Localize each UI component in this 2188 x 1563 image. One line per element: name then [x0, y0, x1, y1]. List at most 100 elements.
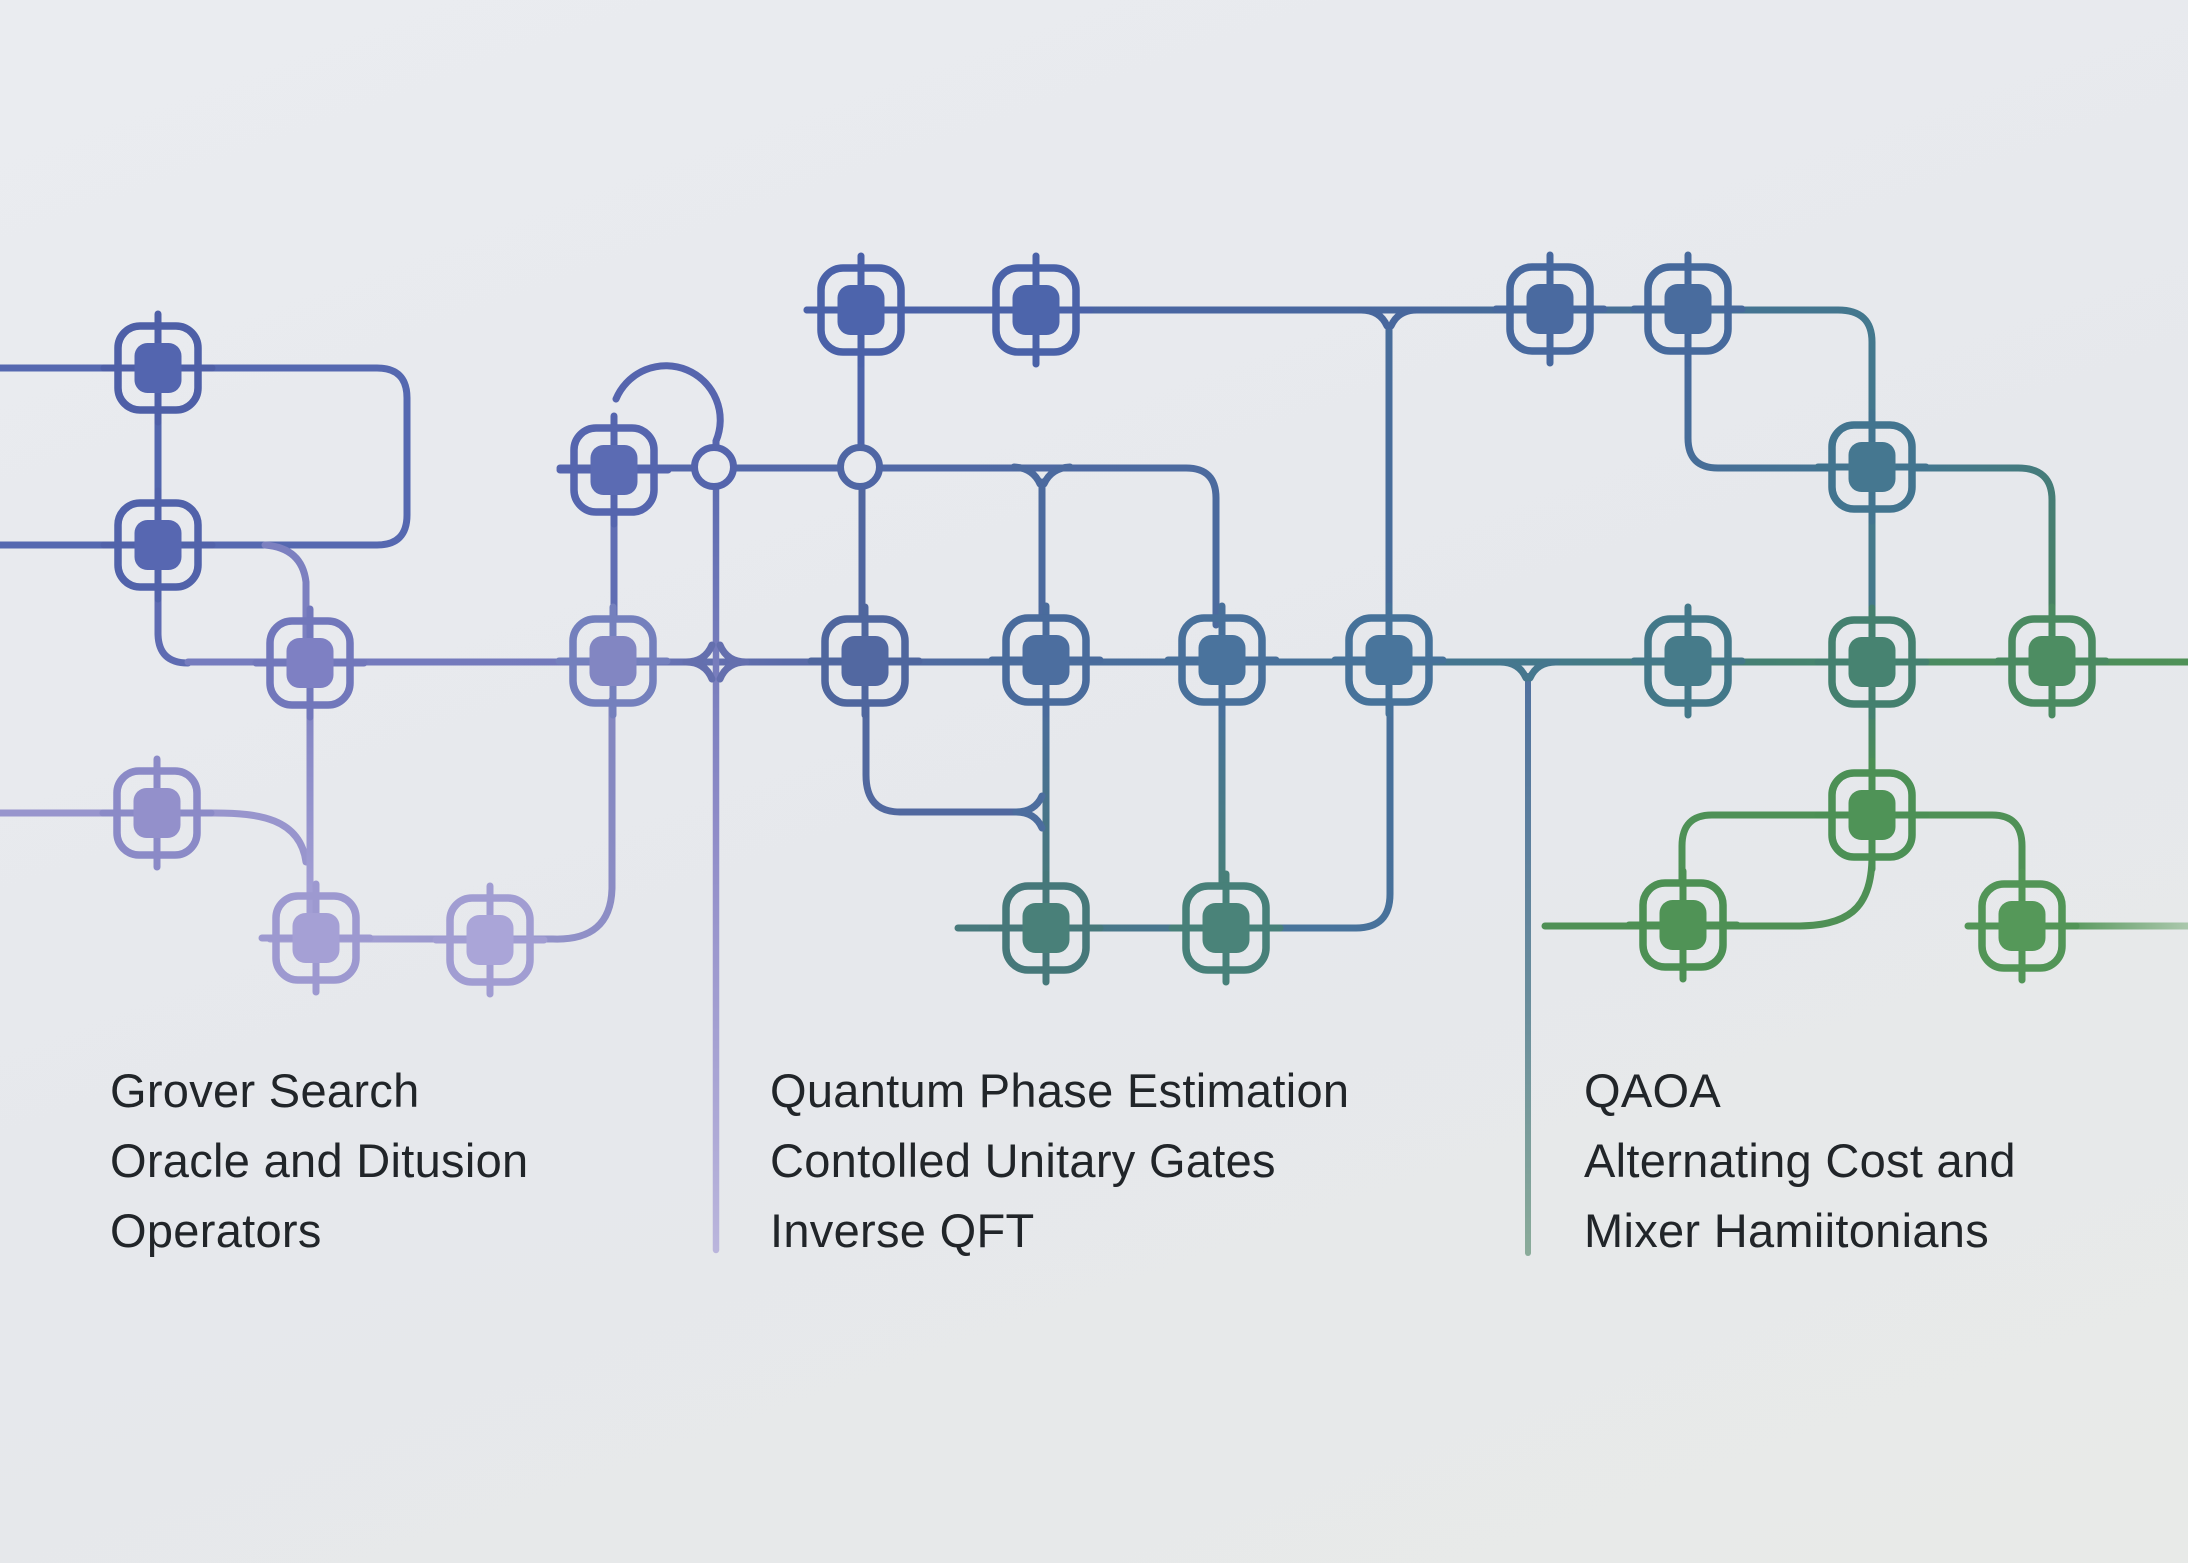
wire-b-to-main [154, 541, 192, 667]
gate-core [1202, 903, 1250, 953]
fillet-p1merge-b [1012, 808, 1046, 832]
gate-core [1664, 636, 1712, 686]
gate-outline [2008, 615, 2096, 707]
gate-qpe-gate-teal-1 [988, 870, 1104, 986]
wire-p1-merge [862, 699, 1020, 816]
fillet-circlerow-p2-a [1010, 463, 1044, 488]
gate-core [1365, 635, 1413, 685]
gate-outline [1644, 615, 1732, 707]
gate-core [837, 285, 885, 335]
caption-qaoa: QAOA Alternating Cost and Mixer Hamiiton… [1584, 1056, 2016, 1266]
gate-qpe-gate-teal-2 [1168, 870, 1284, 986]
gate-qpe-gate-ctrl [556, 412, 672, 528]
wire-g-row-left [1541, 852, 1876, 930]
gate-outline [992, 264, 1080, 356]
wire-r2-r3 [1684, 348, 1836, 472]
fillet-toprow-p4-a [1357, 306, 1391, 330]
gate-outline [1644, 263, 1732, 355]
gate-qaoa-gate-cost-1 [1625, 867, 1741, 983]
gate-core [1022, 903, 1070, 953]
caption-qpe-line-1: Quantum Phase Estimation [770, 1064, 1350, 1117]
gate-core [286, 638, 334, 688]
gate-outline [821, 615, 909, 707]
gate-outline [266, 617, 354, 709]
gate-core [1022, 635, 1070, 685]
wire-g2-g1 [1678, 811, 1834, 888]
wire-top-row [803, 306, 1876, 429]
gate-core [292, 913, 340, 963]
gate-outline [817, 264, 905, 356]
caption-qaoa-line-3: Mixer Hamiitonians [1584, 1204, 1990, 1257]
gate-outline [1978, 880, 2066, 972]
gate-outline [1828, 769, 1916, 861]
gate-qaoa-gate-mixer [1814, 757, 1930, 873]
wire-teal-row [954, 699, 1394, 932]
gate-core [841, 636, 889, 686]
fillet-circlerow-p2-b [1040, 463, 1074, 488]
gate-outline [1639, 879, 1727, 971]
gate-qpe-gate-top-2 [978, 252, 1094, 368]
caption-qpe: Quantum Phase Estimation Contolled Unita… [770, 1056, 1349, 1266]
fillet-main-divider2-a [1496, 658, 1530, 682]
gate-core [1848, 790, 1896, 840]
gate-core [1998, 901, 2046, 951]
gate-core [1659, 900, 1707, 950]
fillet-toprow-p4-b [1387, 306, 1421, 330]
wire-circle-row [556, 464, 1220, 629]
caption-qaoa-line-2: Alternating Cost and [1584, 1134, 2016, 1187]
gate-grover-gate-1 [100, 310, 216, 426]
gate-outline [570, 424, 658, 516]
gate-grover-gate-6 [432, 882, 548, 998]
gate-core [134, 343, 182, 393]
gate-core [589, 636, 637, 686]
gate-outline [114, 499, 202, 591]
gate-outline [1002, 614, 1090, 706]
gate-outline [446, 894, 534, 986]
gate-qpe-gate-main-1 [807, 603, 923, 719]
gate-outline [1178, 614, 1266, 706]
gate-grover-gate-2 [100, 487, 216, 603]
gate-qpe-gate-main-4 [1331, 602, 1447, 718]
gate-qaoa-gate-main-3 [1994, 603, 2110, 719]
wire-g2-g3 [1910, 811, 2026, 888]
gate-qpe-gate-main-3 [1164, 602, 1280, 718]
gate-core [590, 445, 638, 495]
gate-core [1526, 284, 1574, 334]
gate-qaoa-gate-top-1 [1492, 251, 1608, 367]
gate-grover-gate-5 [258, 880, 374, 996]
gate-outline [1345, 614, 1433, 706]
caption-qpe-line-3: Inverse QFT [770, 1204, 1035, 1257]
gate-outline [272, 892, 360, 984]
wire-hook-arc [612, 362, 724, 453]
caption-grover-line-2: Oracle and Ditusion [110, 1134, 529, 1187]
wire-d-row [0, 809, 310, 866]
gate-core [134, 520, 182, 570]
gate-qaoa-gate-main-1 [1630, 603, 1746, 719]
control-node-2 [837, 444, 883, 490]
gate-qpe-gate-main-0 [555, 603, 671, 719]
gate-outline [1002, 882, 1090, 974]
gate-qaoa-gate-cost-2 [1964, 868, 2080, 984]
gate-core [466, 915, 514, 965]
gate-qaoa-gate-main-2 [1814, 604, 1930, 720]
gate-outline [1182, 882, 1270, 974]
fillet-main-divider1-b [682, 658, 716, 683]
gate-core [1012, 285, 1060, 335]
wire-e-f-row [266, 696, 616, 943]
gate-core [133, 788, 181, 838]
caption-qaoa-line-1: QAOA [1584, 1064, 1722, 1117]
gate-qaoa-gate-u [1814, 409, 1930, 525]
caption-qpe-line-2: Contolled Unitary Gates [770, 1134, 1276, 1187]
gate-core [2028, 636, 2076, 686]
gate-outline [1828, 421, 1916, 513]
gate-core [1198, 635, 1246, 685]
gate-grover-gate-4 [99, 755, 215, 871]
caption-grover-line-1: Grover Search [110, 1064, 420, 1117]
gate-qpe-gate-main-2 [988, 602, 1104, 718]
fillet-main-divider2-b [1526, 658, 1560, 682]
caption-grover: Grover Search Oracle and Ditusion Operat… [110, 1056, 528, 1266]
gate-grover-gate-3 [252, 605, 368, 721]
wire-w3-branch [261, 541, 310, 669]
